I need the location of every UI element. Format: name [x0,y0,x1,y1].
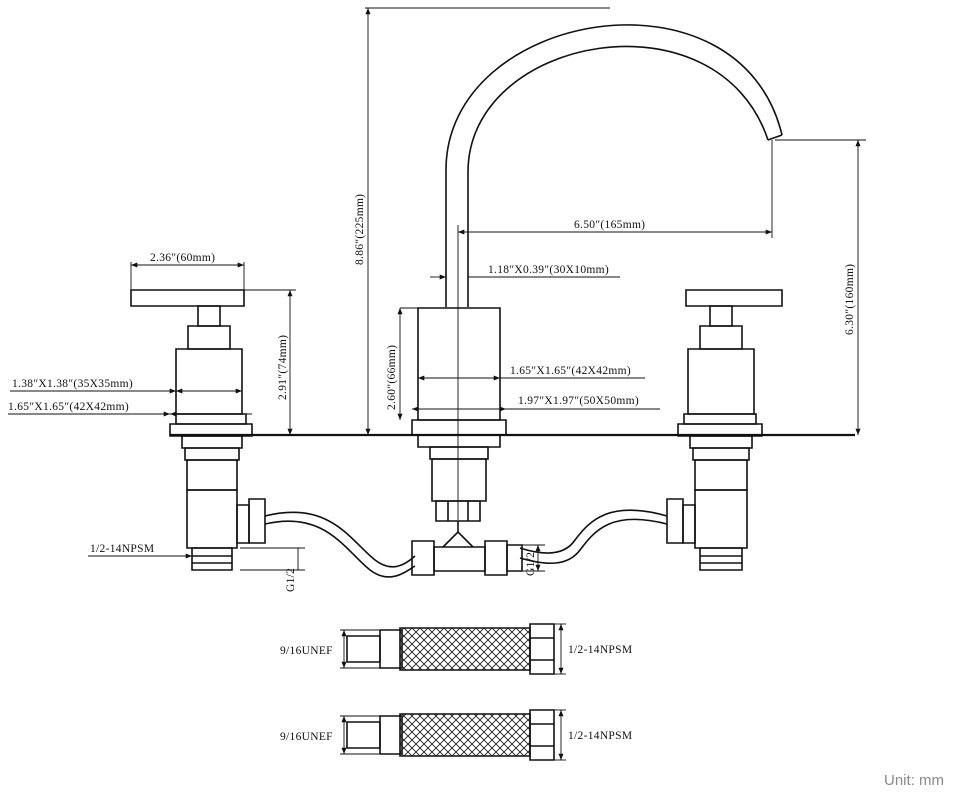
spout-base-label: 1.97″X1.97″(50X50mm) [518,395,639,407]
overall-height-label: 8.86″(225mm) [354,194,366,265]
hose1-left-label: 9/16UNEF [280,645,333,657]
hose2-left-label: 9/16UNEF [280,731,333,743]
right-handle [667,290,782,570]
spout-height-label: 6.30″(160mm) [844,264,856,335]
spout-body-label: 1.65″X1.65″(42X42mm) [510,365,631,377]
handle-body-label: 1.38″X1.38″(35X35mm) [12,378,133,390]
hose-assembly-top [347,624,554,674]
handle-height-label: 2.91″(74mm) [277,335,289,400]
spout-body-height-label: 2.60″(66mm) [386,345,398,410]
hose-assembly-bottom [347,710,554,760]
g-right-label: G1/2 [525,552,537,576]
spout-reach-label: 6.50″(165mm) [574,219,645,231]
inlet-left-label: 1/2-14NPSM [90,543,154,555]
connector-hoses [265,510,667,577]
spout [412,25,782,521]
unit-note: Unit: mm [884,772,944,789]
hose1-right-label: 1/2-14NPSM [568,644,632,656]
hose2-right-label: 1/2-14NPSM [568,730,632,742]
handle-base-label: 1.65″X1.65″(42X42mm) [8,401,129,413]
handle-width-label: 2.36″(60mm) [150,252,215,264]
g-left-label: G1/2 [285,568,297,592]
spout-section-label: 1.18″X0.39″(30X10mm) [488,264,609,276]
left-handle [131,290,265,570]
